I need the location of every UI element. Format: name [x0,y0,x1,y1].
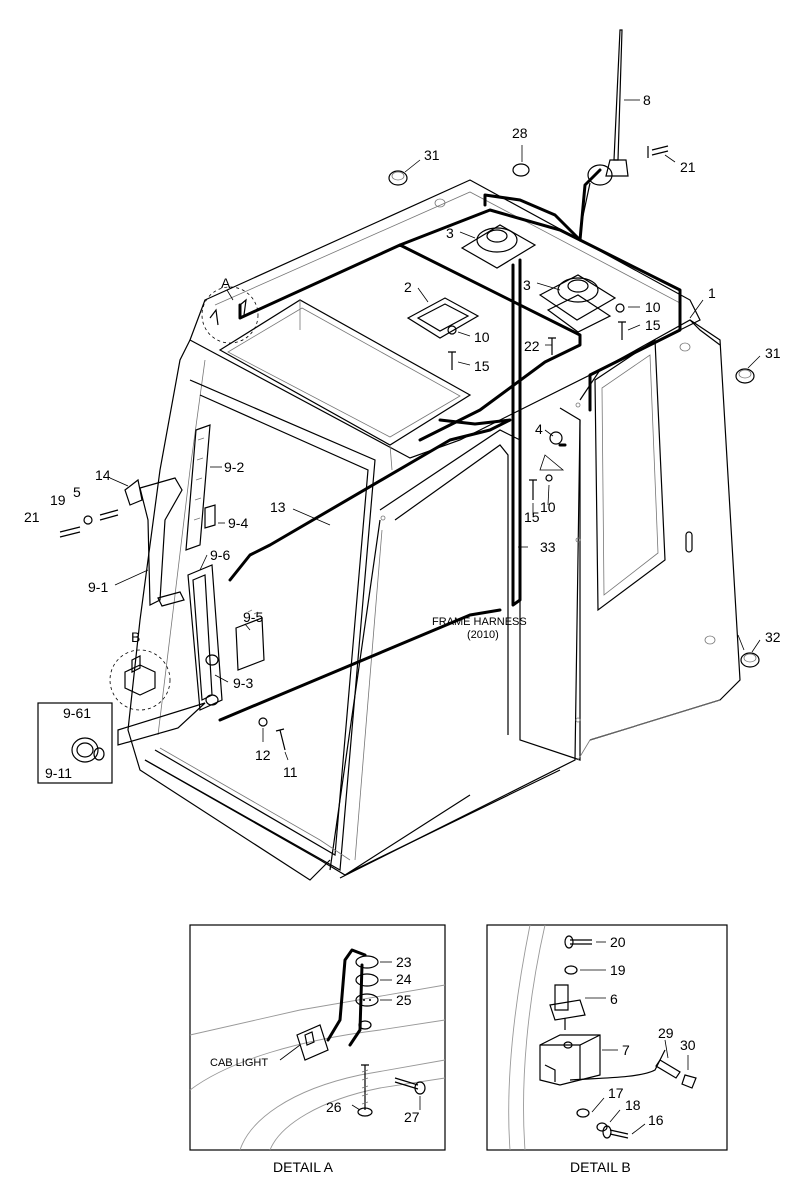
callout-3b: 3 [523,277,531,293]
callout-18: 18 [625,1097,641,1113]
callout-A: A [221,275,231,291]
frame-harness-number: (2010) [467,629,499,641]
callout-2: 2 [404,279,412,295]
callout-9-1: 9-1 [88,579,108,595]
callout-29: 29 [658,1025,674,1041]
callout-15b: 15 [645,317,661,333]
callout-12: 12 [255,747,271,763]
callout-4: 4 [535,421,543,437]
callout-31a: 31 [424,147,440,163]
callout-16: 16 [648,1112,664,1128]
detail-circle-b [109,649,171,711]
callout-9-61: 9-61 [63,705,91,721]
detail-a-panel: 23 24 25 CAB LIGHT 26 27 [189,924,446,1151]
wiper-assembly [117,424,265,746]
callout-31b: 31 [765,345,781,361]
callout-9-4: 9-4 [228,515,248,531]
grommets [388,163,760,668]
inset-box-9-61 [37,702,113,784]
callout-5: 5 [73,484,81,500]
callout-23: 23 [396,954,412,970]
callout-24: 24 [396,971,412,987]
callout-labels: 31 28 8 21 3 3 2 10 15 22 10 15 1 31 A 4… [24,92,781,781]
callout-10c: 10 [540,499,556,515]
callout-10a: 10 [474,329,490,345]
callout-33: 33 [540,539,556,555]
callout-19b: 19 [610,962,626,978]
callout-10b: 10 [645,299,661,315]
antenna [579,29,629,231]
detail-b-panel: 20 19 6 7 29 30 17 18 16 [486,924,728,1151]
callout-15a: 15 [474,358,490,374]
callout-27: 27 [404,1109,420,1125]
cab-light-label: CAB LIGHT [210,1057,268,1069]
callout-6: 6 [610,991,618,1007]
wiring-harness [218,168,682,722]
callout-15c: 15 [524,509,540,525]
callout-11: 11 [283,764,298,780]
callout-1: 1 [708,285,716,301]
detail-circle-a [201,286,259,344]
callout-9-11: 9-11 [45,765,72,781]
callout-8: 8 [643,92,651,108]
callout-26: 26 [326,1099,342,1115]
callout-22: 22 [524,338,540,354]
callout-25: 25 [396,992,412,1008]
cab-body [127,179,741,881]
callout-28: 28 [512,125,528,141]
callout-9-5: 9-5 [243,609,263,625]
frame-harness-label: FRAME HARNESS [432,616,527,628]
detail-b-title: DETAIL B [570,1159,631,1175]
fasteners [59,145,669,751]
callout-3a: 3 [446,225,454,241]
callout-9-2: 9-2 [224,459,244,475]
speaker-right [538,274,617,333]
callout-7: 7 [622,1042,630,1058]
speaker-left [460,224,537,269]
callout-17: 17 [608,1085,624,1101]
callout-13: 13 [270,499,286,515]
detail-a-title: DETAIL A [273,1159,334,1175]
callout-9-6: 9-6 [210,547,230,563]
leader-lines [109,99,761,761]
room-light [406,297,480,339]
callout-21a: 21 [680,159,696,175]
callout-20: 20 [610,934,626,950]
callout-B: B [131,629,140,645]
callout-14: 14 [95,467,111,483]
callout-19a: 19 [50,492,66,508]
callout-21b: 21 [24,509,40,525]
callout-9-3: 9-3 [233,675,253,691]
callout-32: 32 [765,629,781,645]
callout-30: 30 [680,1037,696,1053]
